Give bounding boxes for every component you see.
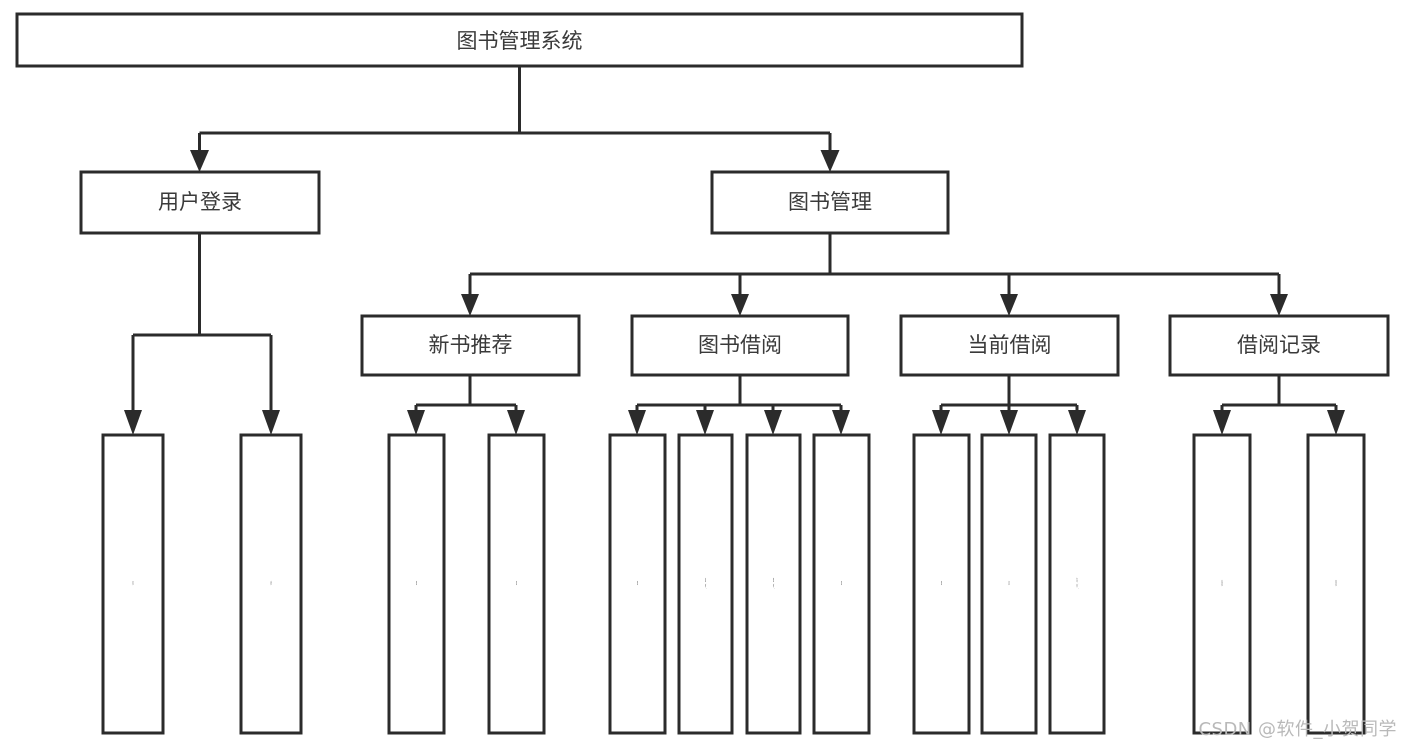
node-leaf-query-book-1-box[interactable] [387,433,446,735]
arrow-head-current-borrow [1000,294,1018,316]
node-user-login[interactable]: 用户登录 [79,170,321,235]
node-leaf-user-logout-box[interactable] [239,433,303,735]
node-root-box[interactable] [15,12,1024,68]
node-root[interactable]: 图书管理系统 [15,12,1024,68]
node-root-label: 图书管理系统 [457,29,583,53]
node-leaf-query-record-box[interactable] [1306,433,1366,735]
node-new-book-recommend-label: 新书推荐 [429,333,513,357]
node-leaf-user-login-box[interactable] [101,433,165,735]
arrow-head-book-borrow [731,294,749,316]
node-new-book-recommend-box[interactable] [360,314,581,377]
node-user-login-label: 用户登录 [158,190,242,214]
arrow-head-borrow-record [1270,294,1288,316]
arrow-head-leaf-query-book-1 [407,410,425,435]
arrow-head-leaf-add-book [696,410,714,435]
csdn-watermark: CSDN @软件_小贺同学 [1198,719,1397,740]
node-leaf-confirm-return-box[interactable] [1048,433,1106,735]
node-book-borrow-label: 图书借阅 [698,333,782,357]
arrow-head-user-login [190,150,209,172]
arrow-head-leaf-borrow-book-1 [507,410,525,435]
arrow-head-leaf-user-logout [262,410,280,435]
node-borrow-record[interactable]: 借阅记录 [1168,314,1390,377]
connector-group-book-borrow [628,375,850,435]
node-leaf-add-book-box[interactable] [677,433,734,735]
node-leaf-edit-book-box[interactable] [745,433,802,735]
arrow-head-leaf-return-book [1000,410,1018,435]
node-leaf-query-book-3-box[interactable] [912,433,971,735]
node-borrow-record-label: 借阅记录 [1237,333,1321,357]
node-current-borrow-label: 当前借阅 [968,333,1052,357]
arrow-head-leaf-user-login [124,410,142,435]
node-current-borrow-box[interactable] [899,314,1120,377]
arrow-head-leaf-borrow-book-2 [832,410,850,435]
node-book-management-box[interactable] [710,170,950,235]
arrow-head-new-book-recommend [461,294,479,316]
connector-group-borrow-record [1213,375,1345,435]
node-leaf-return-book-box[interactable] [980,433,1038,735]
node-book-borrow-box[interactable] [630,314,850,377]
node-book-borrow[interactable]: 图书借阅 [630,314,850,377]
arrow-head-leaf-edit-book [764,410,782,435]
arrow-head-leaf-query-book-3 [932,410,950,435]
arrow-head-leaf-confirm-return [1068,410,1086,435]
arrow-head-leaf-query-book-2 [628,410,646,435]
node-book-management[interactable]: 图书管理 [710,170,950,235]
arrow-head-leaf-add-record [1213,410,1231,435]
node-borrow-record-box[interactable] [1168,314,1390,377]
node-new-book-recommend[interactable]: 新书推荐 [360,314,581,377]
arrow-head-book-management [820,150,840,172]
node-leaf-borrow-book-2-box[interactable] [812,433,871,735]
arrow-head-leaf-query-record [1327,410,1345,435]
connector-group-user-login [124,233,280,435]
connector-group-book-management [461,233,1288,316]
node-leaf-add-record-box[interactable] [1192,433,1252,735]
node-leaf-borrow-book-1-box[interactable] [487,433,546,735]
node-book-management-label: 图书管理 [788,190,872,214]
connector-group-new-book-recommend [407,375,525,435]
node-leaf-query-book-2-box[interactable] [608,433,667,735]
node-user-login-box[interactable] [79,170,321,235]
connector-group-root [190,66,840,172]
node-current-borrow[interactable]: 当前借阅 [899,314,1120,377]
connector-group-current-borrow [932,375,1086,435]
